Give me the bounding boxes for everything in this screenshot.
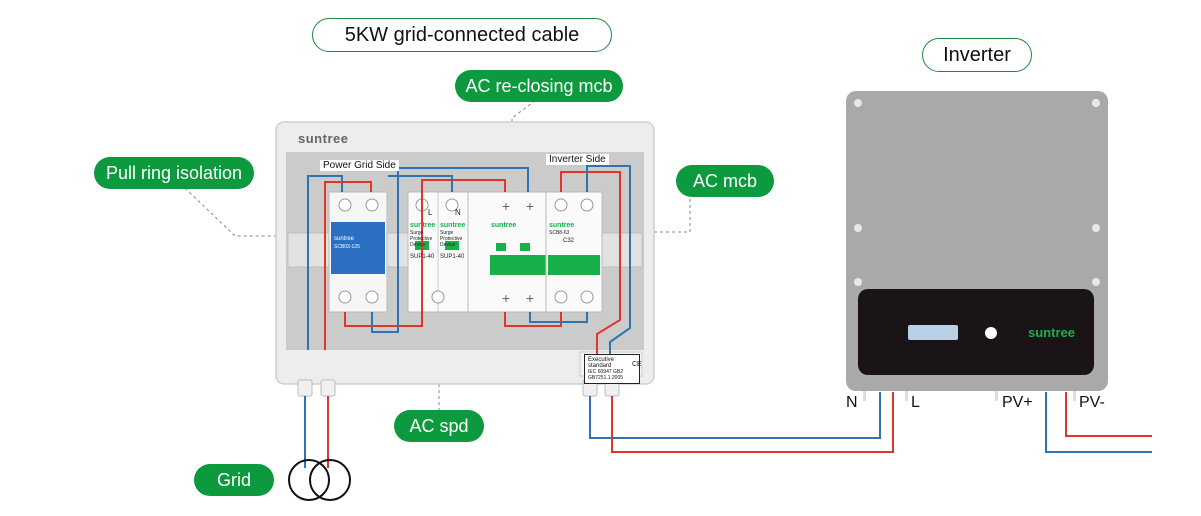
executive-standard-label: Executive standard IEC 60947 GB2 GB7251.… <box>584 354 640 384</box>
ac-reclosing-mcb: + + + + <box>467 191 547 313</box>
diagram-title: 5KW grid-connected cable <box>312 18 612 52</box>
spd-2-brand: suntree <box>440 222 466 229</box>
pull-ring-isolator <box>328 191 388 313</box>
box-brand: suntree <box>298 131 349 146</box>
spd-1-label: Surge Protective Device <box>410 230 433 248</box>
reclosing-brand: suntree <box>491 222 517 229</box>
ce-mark: CE <box>632 361 642 368</box>
inverter-terminal-l: L <box>911 394 920 411</box>
inverter-brand: suntree <box>1028 325 1075 340</box>
spd-terminal-n: N <box>455 208 461 217</box>
mcb-model: SCB8-63 <box>549 230 570 236</box>
inverter-label: Inverter <box>922 38 1032 72</box>
inverter-terminal-pv-plus: PV+ <box>1002 394 1033 411</box>
mcb-brand: suntree <box>549 222 575 229</box>
svg-text:+: + <box>502 290 510 306</box>
svg-text:+: + <box>526 198 534 214</box>
standard-line-2: GB7251.1 2005 <box>588 375 624 381</box>
spd-1-brand: suntree <box>410 222 436 229</box>
inverter-unit <box>846 91 1108 401</box>
leader-ac-mcb <box>590 187 691 233</box>
callout-ac-spd: AC spd <box>394 410 484 442</box>
inverter-side-label: Inverter Side <box>546 154 609 165</box>
transformer-symbol <box>288 459 351 501</box>
executive-standard-title: Executive standard <box>588 357 615 369</box>
inverter-terminal-pv-minus: PV- <box>1079 394 1105 411</box>
power-grid-side-label: Power Grid Side <box>320 160 399 171</box>
callout-ac-reclosing-mcb: AC re-closing mcb <box>455 70 623 102</box>
isolator-model: SCB03-125 <box>334 244 360 250</box>
mcb-rating: C32 <box>563 238 575 244</box>
callout-grid: Grid <box>194 464 274 496</box>
inverter-terminal-n: N <box>846 394 858 411</box>
spd-2-model: SUP1-40 <box>440 254 465 260</box>
ac-spd-modules <box>407 191 469 313</box>
spd-1-model: SUP1-40 <box>410 254 435 260</box>
callout-ac-mcb: AC mcb <box>676 165 774 197</box>
spd-2-label: Surge Protective Device <box>440 230 463 248</box>
ac-mcb <box>545 191 603 313</box>
svg-text:+: + <box>526 290 534 306</box>
spd-terminal-l: L <box>428 208 433 217</box>
isolator-brand: suntree <box>334 236 355 242</box>
svg-text:+: + <box>502 198 510 214</box>
standard-line-1: IEC 60947 GB2 <box>588 369 624 375</box>
callout-pull-ring-isolation: Pull ring isolation <box>94 157 254 189</box>
